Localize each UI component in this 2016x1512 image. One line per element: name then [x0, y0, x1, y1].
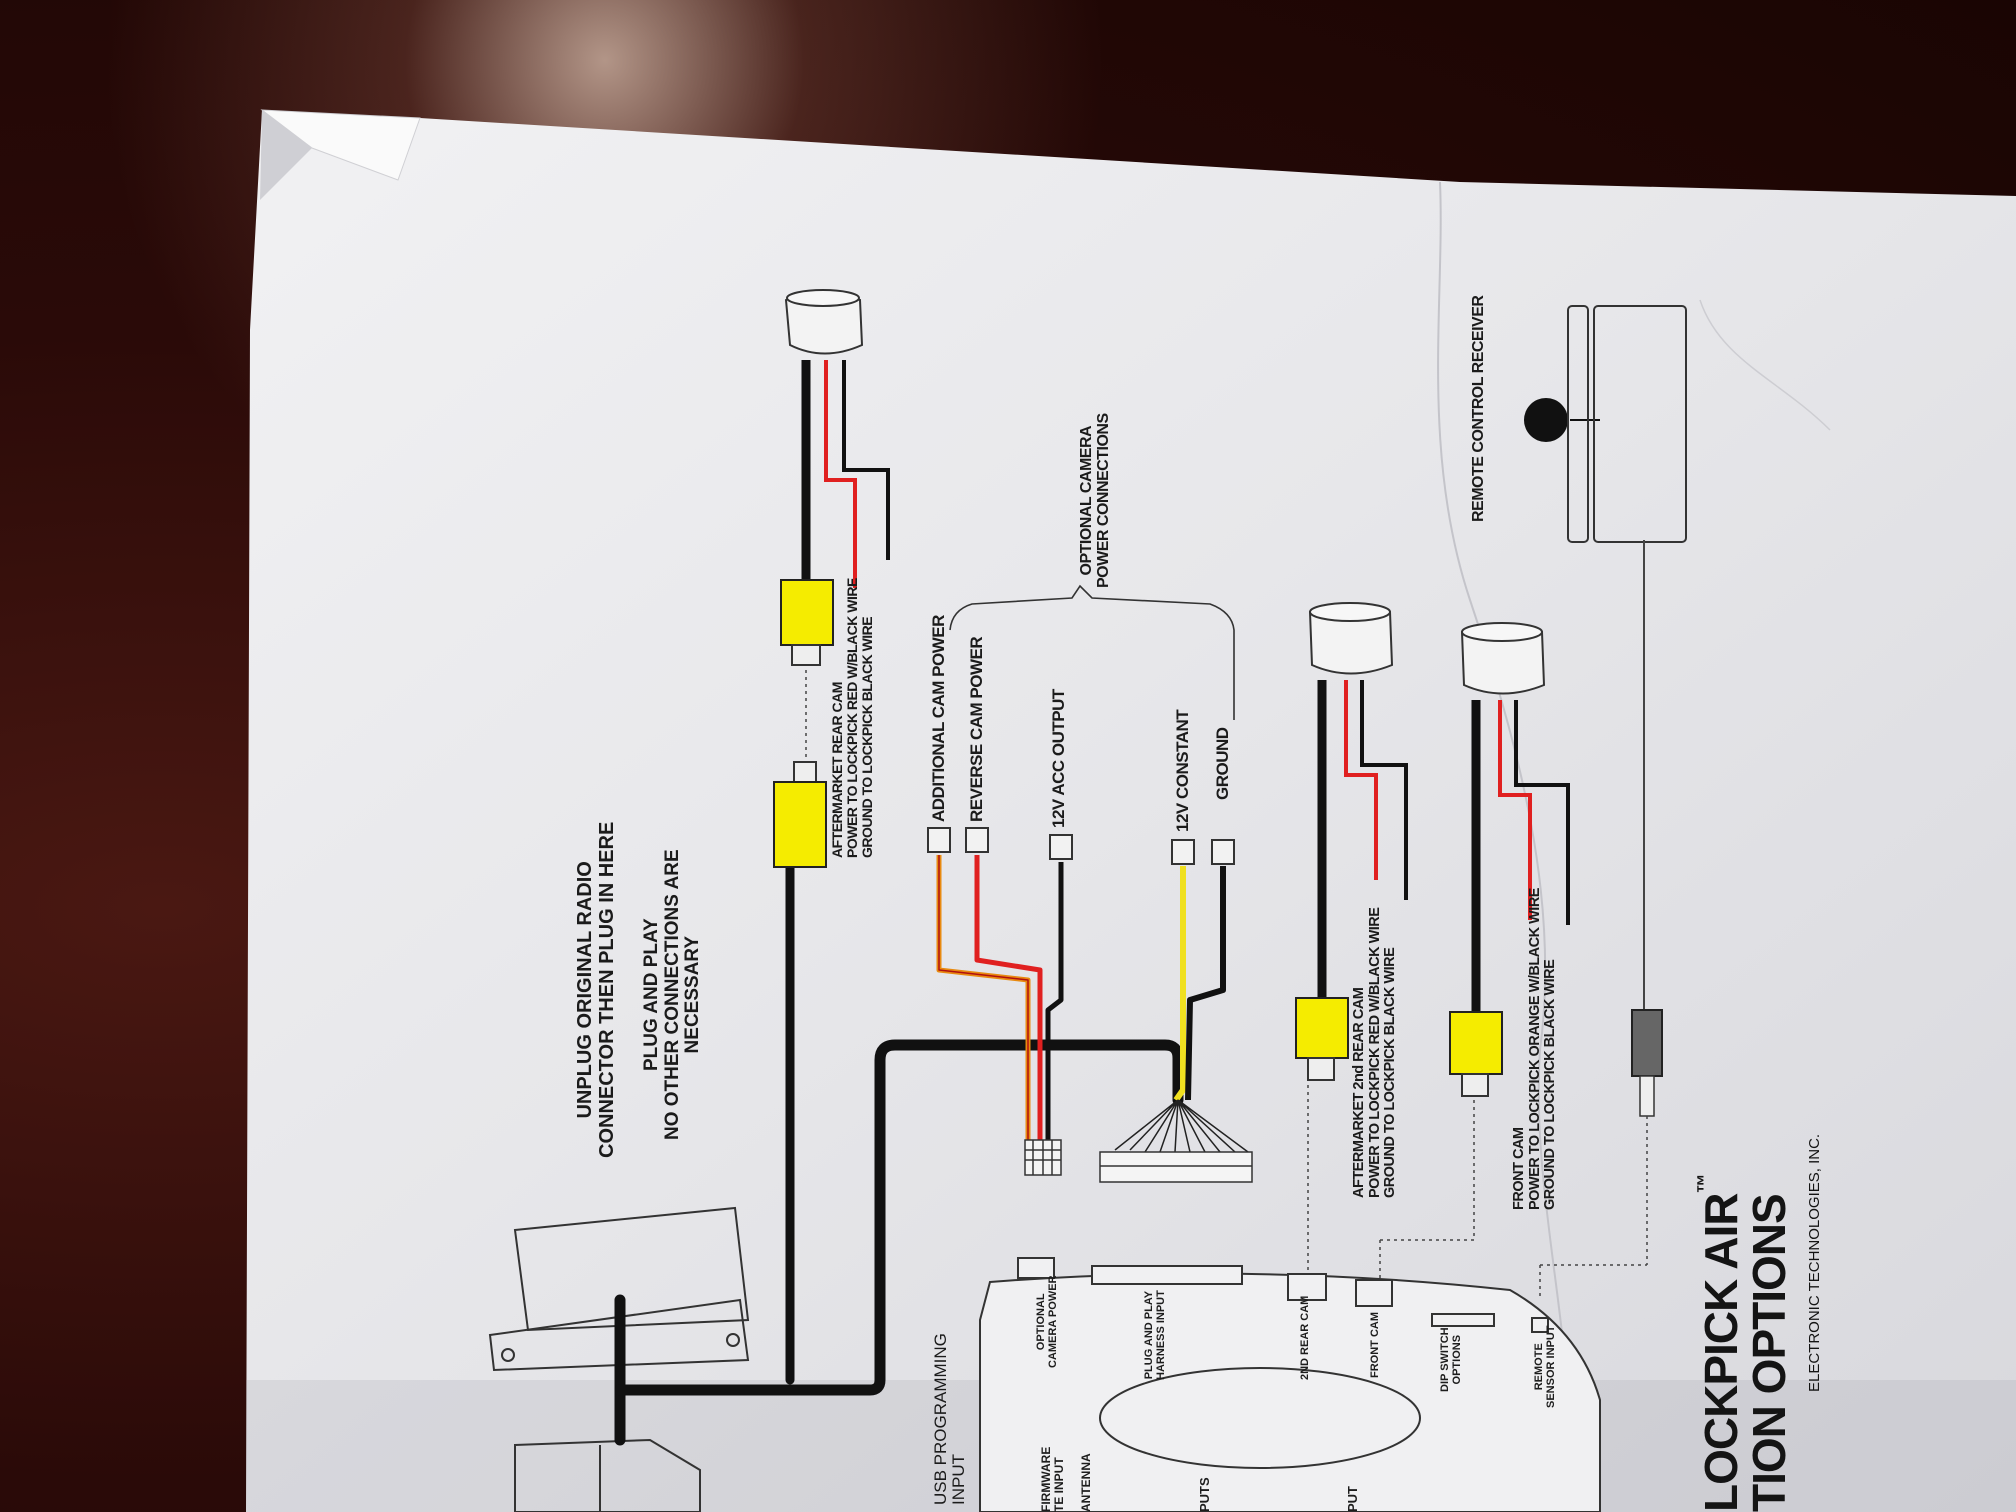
- unplug-line-1: UNPLUG ORIGINAL RADIO: [574, 861, 596, 1119]
- plug-play-label: PLUG AND PLAY NO OTHER CONNECTIONS ARE N…: [641, 849, 704, 1140]
- put-label: PUT: [1345, 1486, 1360, 1512]
- port-front-cam: FRONT CAM: [1369, 1312, 1381, 1378]
- usb-line-1: USB PROGRAMMING: [931, 1333, 950, 1505]
- plug-line-1: PLUG AND PLAY: [641, 918, 662, 1072]
- crease-2: [1699, 299, 1831, 431]
- front-cam-line-1: FRONT CAM: [1511, 1127, 1527, 1211]
- port-remote-sensor: REMOTE SENSOR INPUT: [1533, 1325, 1557, 1408]
- paper: [246, 110, 2016, 1512]
- second-cam-line-3: GROUND TO LOCKPICK BLACK WIRE: [1382, 947, 1399, 1198]
- optional-camera-label: OPTIONAL CAMERA POWER CONNECTIONS: [1078, 413, 1113, 588]
- front-cam-line-3: GROUND TO LOCKPICK BLACK WIRE: [1542, 959, 1559, 1210]
- folded-corner: [260, 109, 421, 181]
- port-remote-1: REMOTE: [1533, 1343, 1545, 1391]
- additional-cam-power-label: ADDITIONAL CAM POWER: [929, 615, 948, 822]
- title-line-1-text: LOCKPICK AIR: [1695, 1193, 1747, 1512]
- rear-cam-line-2: POWER TO LOCKPICK RED W/BLACK WIRE: [844, 578, 861, 858]
- main-harness: [614, 855, 1184, 1446]
- trademark: ™: [1694, 1174, 1716, 1194]
- lockpick-module: [979, 1257, 1601, 1512]
- acc-output-label: 12V ACC OUTPUT: [1049, 689, 1068, 828]
- front-camera: [1379, 622, 1570, 1280]
- second-rear-camera: [1295, 602, 1408, 1270]
- port-optional-2: CAMERA POWER: [1046, 1275, 1059, 1368]
- rear-cam-line-3: GROUND TO LOCKPICK BLACK WIRE: [859, 616, 876, 858]
- port-optional-1: OPTIONAL: [1035, 1293, 1047, 1351]
- firmware-line-2: TE INPUT: [1051, 1457, 1066, 1512]
- front-cam-line-2: POWER TO LOCKPICK ORANGE W/BLACK WIRE: [1526, 888, 1543, 1210]
- ground-label: GROUND: [1213, 727, 1232, 800]
- remote-receiver-label: REMOTE CONTROL RECEIVER: [1470, 295, 1487, 522]
- title-company: ELECTRONIC TECHNOLOGIES, INC.: [1806, 1133, 1823, 1392]
- firmware-label: FIRMWARE TE INPUT: [1039, 1446, 1066, 1512]
- port-remote-2: SENSOR INPUT: [1544, 1325, 1557, 1408]
- port-plug-play-2: HARNESS INPUT: [1154, 1290, 1167, 1380]
- port-plug-play-1: PLUG AND PLAY: [1143, 1290, 1155, 1380]
- second-cam-line-2: POWER TO LOCKPICK RED W/BLACK WIRE: [1366, 907, 1383, 1198]
- pigtail-wires: [936, 855, 1226, 1140]
- rear-cam-line-1: AFTERMARKET REAR CAM: [829, 682, 845, 858]
- rear-camera: [773, 289, 890, 868]
- second-cam-label: AFTERMARKET 2nd REAR CAM POWER TO LOCKPI…: [1351, 907, 1399, 1198]
- port-dip-switch: DIP SWITCH OPTIONS: [1439, 1327, 1463, 1392]
- power-pigtails: [927, 827, 1235, 865]
- plug-line-3: NECESSARY: [682, 935, 704, 1054]
- port-optional-camera-power: OPTIONAL CAMERA POWER: [1035, 1275, 1059, 1368]
- plug-line-2: NO OTHER CONNECTIONS ARE: [661, 849, 683, 1140]
- usb-line-2: INPUT: [949, 1454, 969, 1505]
- optional-line-2: POWER CONNECTIONS: [1095, 413, 1113, 588]
- unplug-line-2: CONNECTOR THEN PLUG IN HERE: [595, 821, 618, 1158]
- front-cam-label: FRONT CAM POWER TO LOCKPICK ORANGE W/BLA…: [1511, 888, 1559, 1211]
- port-second-rear-cam: 2ND REAR CAM: [1299, 1295, 1311, 1380]
- title-line-1: LOCKPICK AIR™: [1694, 1174, 1748, 1512]
- port-dip-2: OPTIONS: [1450, 1334, 1463, 1385]
- unplug-label: UNPLUG ORIGINAL RADIO CONNECTOR THEN PLU…: [574, 821, 618, 1158]
- factory-radio: [488, 1206, 750, 1512]
- firmware-line-1: FIRMWARE: [1039, 1446, 1053, 1512]
- usb-programming-label: USB PROGRAMMING INPUT: [931, 1333, 969, 1505]
- port-dip-1: DIP SWITCH: [1439, 1327, 1451, 1392]
- second-cam-line-1: AFTERMARKET 2nd REAR CAM: [1351, 987, 1367, 1198]
- harness-connectors: [1024, 1099, 1253, 1183]
- remote-receiver: [1524, 305, 1687, 1300]
- constant-label: 12V CONSTANT: [1173, 709, 1192, 832]
- puts-label: PUTS: [1197, 1477, 1212, 1512]
- title-line-2: TION OPTIONS: [1743, 1194, 1795, 1512]
- reverse-cam-power-label: REVERSE CAM POWER: [967, 636, 986, 822]
- crease: [1437, 181, 1573, 1512]
- optional-line-1: OPTIONAL CAMERA: [1078, 425, 1095, 576]
- rear-cam-label: AFTERMARKET REAR CAM POWER TO LOCKPICK R…: [829, 578, 876, 858]
- antenna-label: ANTENNA: [1079, 1453, 1093, 1512]
- fold-shadow: [260, 110, 312, 200]
- optional-power-bracket: [949, 584, 1235, 720]
- port-plug-play: PLUG AND PLAY HARNESS INPUT: [1143, 1290, 1167, 1380]
